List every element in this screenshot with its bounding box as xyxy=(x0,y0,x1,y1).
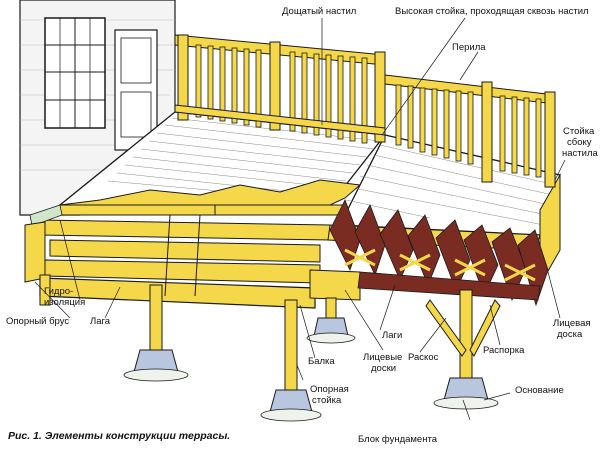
right-railing xyxy=(384,74,556,188)
board-decking xyxy=(58,111,387,206)
waterproofing-strip xyxy=(29,204,63,227)
label-board-decking: Дощатый настил xyxy=(282,6,357,17)
label-waterproofing-line1: Гидро- xyxy=(44,286,74,297)
door xyxy=(114,29,158,151)
window xyxy=(44,17,106,129)
label-tall-post: Высокая стойка, проходящая сквозь настил xyxy=(395,6,589,17)
footing-blocks xyxy=(133,317,489,413)
label-face-boards-line2: доски xyxy=(371,363,397,374)
left-railing xyxy=(174,34,386,144)
label-joists: Лаги xyxy=(382,330,403,341)
label-side-post-line2: сбоку xyxy=(567,137,592,148)
leader-lines xyxy=(34,17,566,421)
label-railing: Перила xyxy=(452,42,486,53)
label-joist: Лага xyxy=(90,316,111,327)
ground-base xyxy=(123,332,499,422)
label-side-post-line1: Стойка xyxy=(563,126,595,137)
label-beam: Балка xyxy=(308,356,335,367)
label-side-post-line3: настила xyxy=(562,148,598,159)
label-ledger: Опорный брус xyxy=(6,316,70,327)
label-waterproofing-line2: изоляция xyxy=(44,297,86,308)
label-face-board-line2: доска xyxy=(557,329,583,340)
label-brace: Раскос xyxy=(408,352,439,363)
label-support-post-line1: Опорная xyxy=(310,384,349,395)
label-blocking: Распорка xyxy=(483,345,525,356)
right-frame xyxy=(309,173,561,307)
label-face-board-line1: Лицевая xyxy=(553,318,591,329)
label-footing-block: Блок фундамента xyxy=(358,434,437,445)
label-base: Основание xyxy=(515,385,564,396)
label-face-boards-line1: Лицевые xyxy=(363,352,403,363)
ledger-board xyxy=(24,221,46,283)
figure-caption: Рис. 1. Элементы конструкции террасы. xyxy=(8,430,231,442)
exposed-joists-left xyxy=(39,179,362,309)
label-support-post-line2: стойка xyxy=(312,395,342,406)
